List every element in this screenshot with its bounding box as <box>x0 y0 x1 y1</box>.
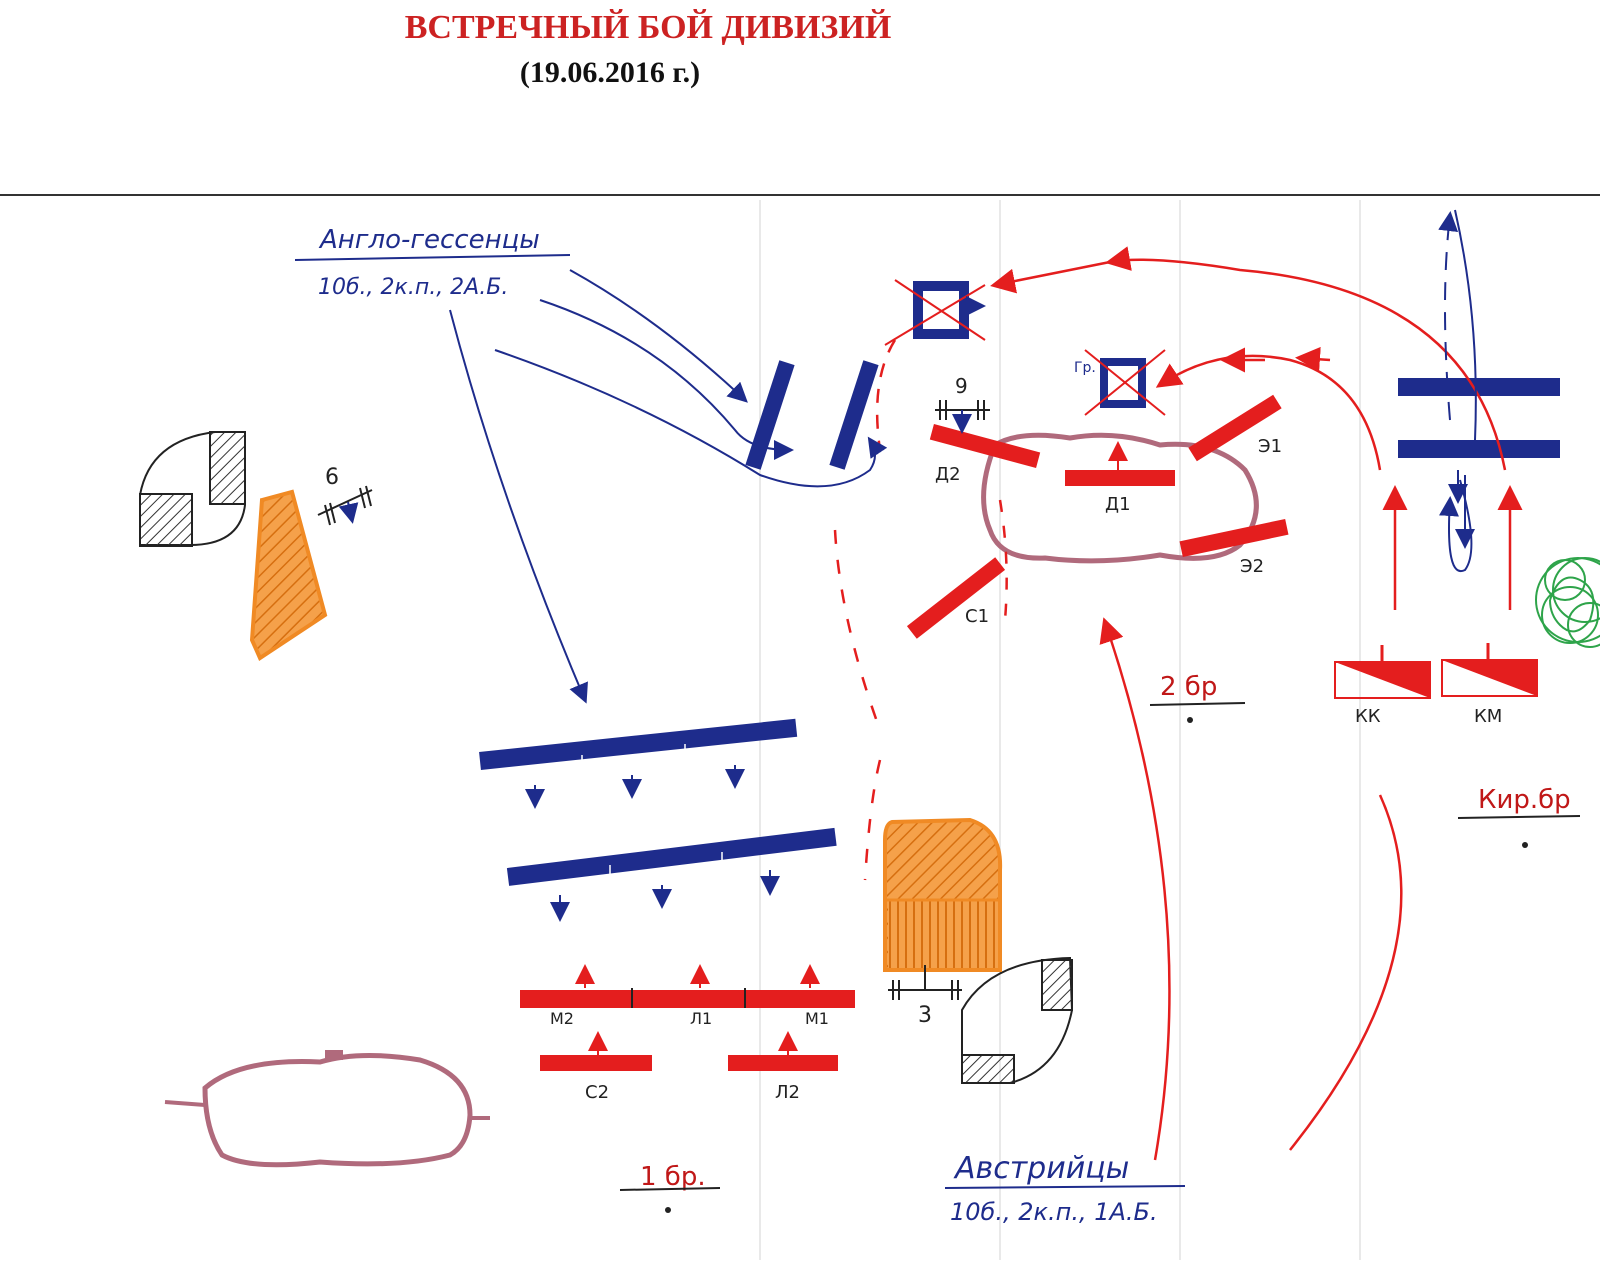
austrian-unit-bar <box>929 424 1041 468</box>
austrian-unit-bar <box>728 1055 838 1071</box>
artillery-label: 6 <box>325 465 339 490</box>
unit-label: КМ <box>1474 706 1502 727</box>
british-side-name: Англо-гессенцы <box>318 225 540 255</box>
unit-label: Э1 <box>1258 436 1282 457</box>
brigade-2-marker <box>1187 717 1193 723</box>
unit-label: М1 <box>805 1009 829 1028</box>
unit-label: С2 <box>585 1082 609 1103</box>
unit-label: М2 <box>550 1009 574 1028</box>
field-icon <box>883 817 1003 972</box>
brigade-1-marker <box>665 1207 671 1213</box>
austrian-unit-bar <box>540 1055 652 1071</box>
austrian-side-composition: 10б., 2к.п., 1А.Б. <box>950 1198 1158 1226</box>
building-icon <box>139 431 246 547</box>
document-date: (19.06.2016 г.) <box>520 56 700 89</box>
unit-label: Д2 <box>935 464 961 485</box>
fortified-point-icon <box>884 279 986 346</box>
british-label-group: Англо-гессенцы 10б., 2к.п., 2А.Б. <box>294 225 571 300</box>
british-unit-bar <box>506 827 837 922</box>
cavalry-unit-kk <box>1334 645 1431 699</box>
british-unit-bar <box>1398 440 1560 458</box>
british-side-composition: 10б., 2к.п., 2А.Б. <box>318 275 508 300</box>
brigade-1-text: 1 бр. <box>640 1162 706 1192</box>
brigade-cav-text: Кир.бр <box>1478 785 1571 815</box>
artillery-icon <box>888 965 962 1000</box>
unit-label: Э2 <box>1240 556 1264 577</box>
british-unit-bar <box>479 718 798 809</box>
artillery-icon <box>317 485 373 526</box>
austrian-movement-arrows <box>833 246 1523 1161</box>
unit-label: КК <box>1355 706 1381 727</box>
brigade-cav-label: Кир.бр <box>1457 785 1581 848</box>
brigade-1-underline <box>619 1187 721 1191</box>
town-icon <box>981 432 1259 564</box>
forest-icon <box>1535 557 1600 648</box>
fortified-point-icon: Гр. <box>1074 349 1166 416</box>
town-icon <box>164 1050 490 1168</box>
british-unit-bar <box>745 360 795 470</box>
fortified-point-label: Гр. <box>1074 360 1096 376</box>
austrian-side-name: Австрийцы <box>953 1151 1129 1186</box>
austrian-label-group: Австрийцы 10б., 2к.п., 1А.Б. <box>944 1151 1186 1226</box>
austrian-unit-bar <box>1065 470 1175 486</box>
artillery-icon <box>935 400 990 434</box>
brigade-2-label: 2 бр <box>1149 672 1246 723</box>
british-movement-arrows <box>449 209 1477 704</box>
brigade-1-label: 1 бр. <box>619 1162 721 1213</box>
background-bleedthrough <box>759 200 1361 1260</box>
field-icon <box>249 489 328 661</box>
austrian-unit-bar <box>1179 518 1289 558</box>
artillery-label: 3 <box>918 1003 932 1028</box>
unit-label: Л2 <box>775 1082 800 1103</box>
british-unit-bar <box>1398 378 1560 396</box>
unit-label: Л1 <box>690 1009 712 1028</box>
brigade-2-underline <box>1149 702 1246 706</box>
brigade-2-text: 2 бр <box>1160 672 1217 702</box>
austrian-unit-bar <box>1188 394 1282 462</box>
austrian-unit-bar <box>906 557 1006 639</box>
british-underline <box>294 254 571 261</box>
building-icon <box>961 956 1074 1084</box>
unit-label: С1 <box>965 606 989 627</box>
austrian-underline <box>944 1185 1186 1189</box>
british-unit-bar <box>829 360 879 470</box>
austrian-unit-bar <box>520 964 855 1008</box>
document-title: ВСТРЕЧНЫЙ БОЙ ДИВИЗИЙ <box>405 9 892 46</box>
unit-label: Д1 <box>1105 494 1131 515</box>
brigade-cav-underline <box>1457 815 1581 819</box>
cavalry-unit-km <box>1441 643 1538 697</box>
artillery-label: 9 <box>955 374 968 398</box>
brigade-cav-marker <box>1522 842 1528 848</box>
